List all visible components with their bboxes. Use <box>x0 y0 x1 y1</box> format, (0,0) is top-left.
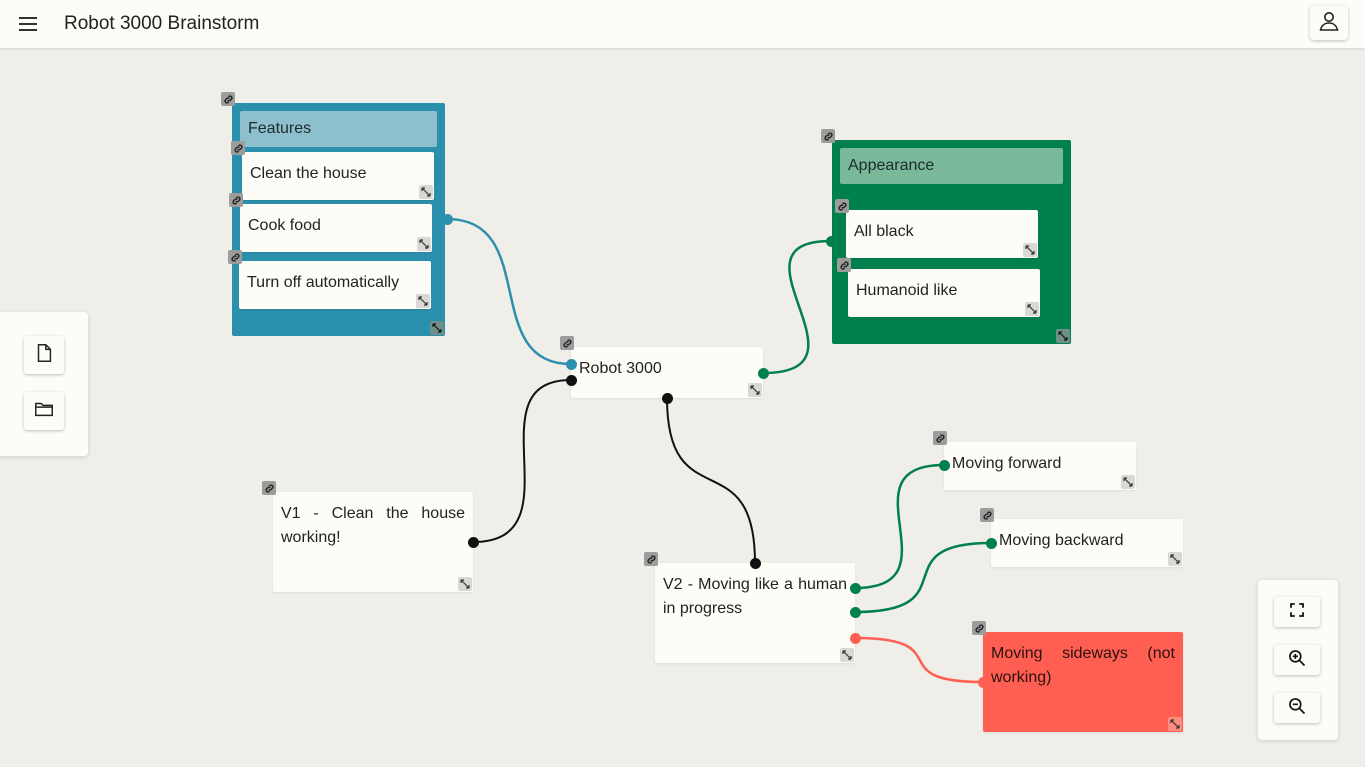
node-all-black[interactable]: All black <box>846 210 1038 258</box>
link-icon[interactable] <box>231 141 245 155</box>
node-moving-backward[interactable]: Moving backward <box>991 519 1183 567</box>
link-icon[interactable] <box>980 508 994 522</box>
open-folder-icon <box>32 398 56 425</box>
resize-handle-icon[interactable] <box>419 185 433 199</box>
zoom-controls-panel <box>1258 580 1338 740</box>
zoom-out-icon <box>1287 696 1307 721</box>
node-humanoid-like[interactable]: Humanoid like <box>848 269 1040 317</box>
link-icon[interactable] <box>644 552 658 566</box>
fit-view-button[interactable] <box>1274 597 1320 627</box>
resize-handle-icon[interactable] <box>458 577 472 591</box>
connection-handle[interactable] <box>749 557 761 569</box>
zoom-in-icon <box>1287 648 1307 673</box>
link-icon[interactable] <box>221 92 235 106</box>
node-v2[interactable]: V2 - Moving like a human in progress <box>655 563 855 663</box>
node-cook-food[interactable]: Cook food <box>240 204 432 252</box>
connection-handle[interactable] <box>565 358 577 370</box>
connection-handle[interactable] <box>467 536 479 548</box>
new-file-button[interactable] <box>24 336 64 374</box>
open-folder-button[interactable] <box>24 392 64 430</box>
node-moving-forward[interactable]: Moving forward <box>944 442 1136 490</box>
connection-handle[interactable] <box>661 392 673 404</box>
edge-robot-appearance <box>762 239 832 375</box>
connection-handle[interactable] <box>938 459 950 471</box>
resize-handle-icon[interactable] <box>1025 302 1039 316</box>
new-file-icon <box>33 342 55 369</box>
link-icon[interactable] <box>821 129 835 143</box>
resize-handle-icon[interactable] <box>416 294 430 308</box>
link-icon[interactable] <box>560 336 574 350</box>
node-turn-off-automatically[interactable]: Turn off automatically <box>239 261 431 309</box>
edge-features-robot <box>446 217 572 366</box>
file-tools-panel <box>0 312 88 456</box>
hamburger-menu-icon[interactable] <box>16 12 40 36</box>
link-icon[interactable] <box>835 199 849 213</box>
node-v1[interactable]: V1 - Clean the house working! <box>273 492 473 592</box>
edge-v2-backward <box>854 541 992 614</box>
resize-handle-icon[interactable] <box>1023 243 1037 257</box>
resize-handle-icon[interactable] <box>1168 552 1182 566</box>
top-app-bar: Robot 3000 Brainstorm <box>0 0 1365 48</box>
connection-handle[interactable] <box>441 213 453 225</box>
link-icon[interactable] <box>228 250 242 264</box>
node-clean-the-house[interactable]: Clean the house <box>242 152 434 200</box>
zoom-in-button[interactable] <box>1274 645 1320 675</box>
link-icon[interactable] <box>933 431 947 445</box>
edge-robot-v1 <box>472 379 572 543</box>
resize-handle-icon[interactable] <box>430 321 444 335</box>
connection-handle[interactable] <box>849 632 861 644</box>
resize-handle-icon[interactable] <box>417 237 431 251</box>
group-header-appearance: Appearance <box>840 148 1063 184</box>
connection-handle[interactable] <box>849 582 861 594</box>
fit-view-icon <box>1288 601 1306 624</box>
link-icon[interactable] <box>262 481 276 495</box>
resize-handle-icon[interactable] <box>1121 475 1135 489</box>
connection-handle[interactable] <box>825 235 837 247</box>
resize-handle-icon[interactable] <box>748 383 762 397</box>
resize-handle-icon[interactable] <box>840 648 854 662</box>
node-robot-3000[interactable]: Robot 3000 <box>571 347 763 398</box>
edge-v2-sideways <box>854 636 984 684</box>
connection-handle[interactable] <box>565 374 577 386</box>
resize-handle-icon[interactable] <box>1056 329 1070 343</box>
zoom-out-button[interactable] <box>1274 693 1320 723</box>
connection-handle[interactable] <box>757 367 769 379</box>
node-moving-sideways[interactable]: Moving sideways (not working) <box>983 632 1183 732</box>
edge-robot-v2 <box>666 397 756 564</box>
link-icon[interactable] <box>229 193 243 207</box>
user-account-icon <box>1317 9 1341 38</box>
connection-handle[interactable] <box>985 537 997 549</box>
user-account-button[interactable] <box>1310 6 1348 40</box>
edge-v2-forward <box>854 463 945 590</box>
group-header-features: Features <box>240 111 437 147</box>
link-icon[interactable] <box>972 621 986 635</box>
connection-handle[interactable] <box>977 676 989 688</box>
page-title: Robot 3000 Brainstorm <box>64 13 260 34</box>
connection-handle[interactable] <box>849 606 861 618</box>
link-icon[interactable] <box>837 258 851 272</box>
resize-handle-icon[interactable] <box>1168 717 1182 731</box>
